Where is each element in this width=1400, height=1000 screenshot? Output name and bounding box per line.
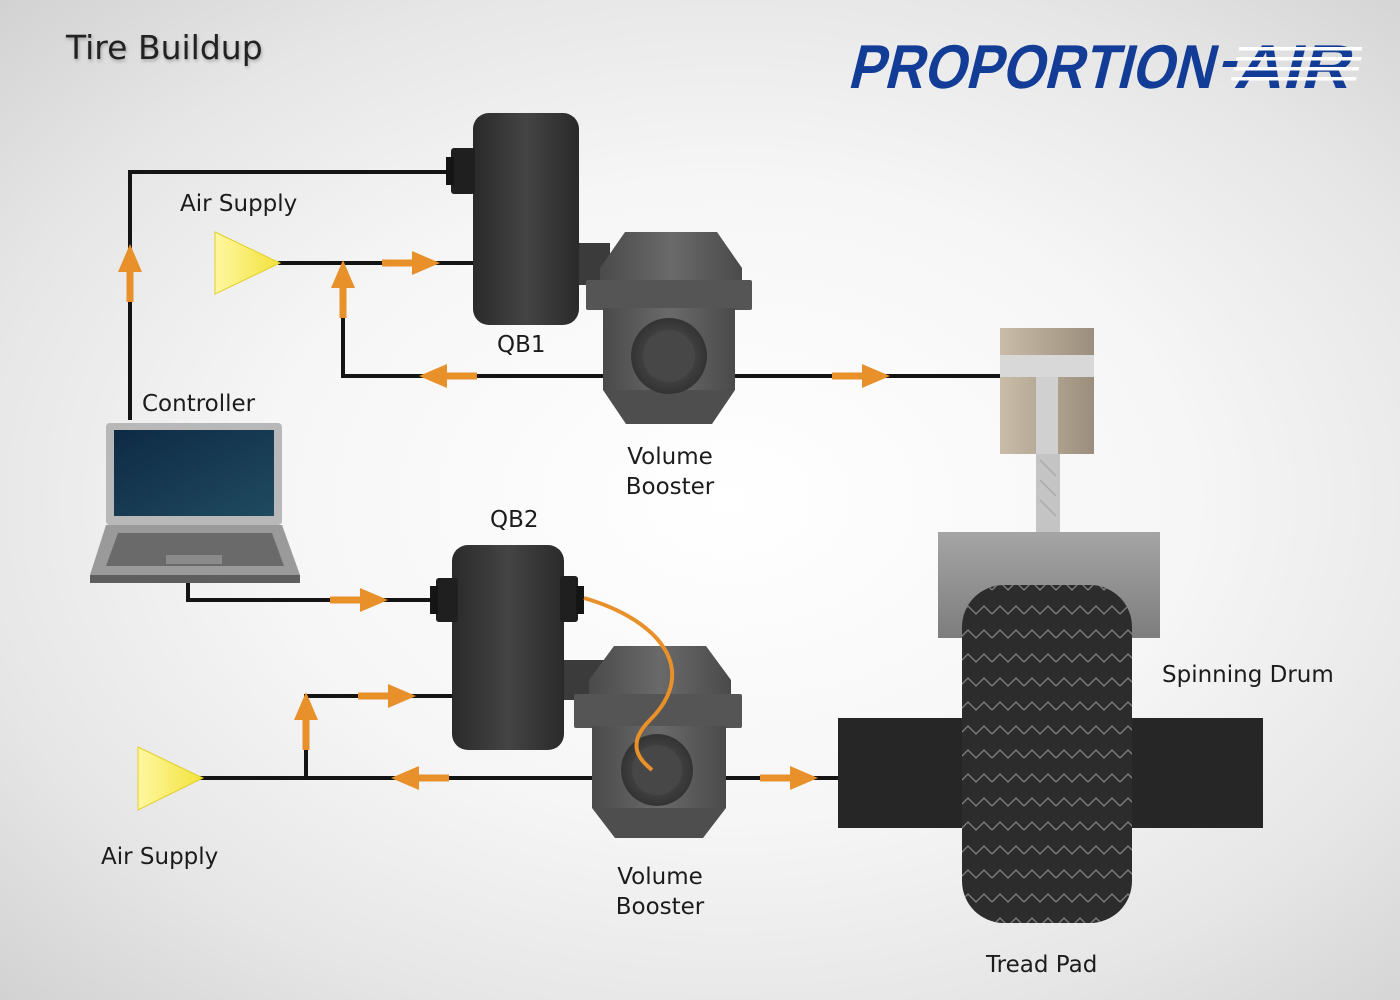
pilot-tube [583, 596, 674, 772]
arrow-right-to-cylinder [832, 364, 890, 388]
air-supply-top-label: Air Supply [180, 191, 298, 217]
brand-logo-word-1: PROPORTION [844, 33, 1226, 96]
volume-booster-bottom-label-line-2: Booster [615, 894, 705, 920]
air-supply-top-icon [214, 231, 282, 295]
controller-label: Controller [142, 391, 256, 417]
brand-logo: PROPORTION AIR [844, 33, 1362, 96]
qb2-label: QB2 [490, 507, 539, 533]
arrow-up-feedback-top [331, 260, 355, 318]
volume-booster-bottom [574, 646, 742, 838]
brand-logo-word-2: AIR [1230, 33, 1362, 96]
arrow-right-air-top [382, 251, 440, 275]
page-title: Tire Buildup [66, 28, 263, 67]
volume-booster-top-label: Volume Booster [610, 442, 730, 502]
arrow-left-feedback-top [419, 364, 477, 388]
arrow-up-controller [118, 244, 142, 302]
volume-booster-bottom-label: Volume Booster [597, 862, 723, 922]
qb1-regulator [446, 113, 610, 325]
air-supply-bottom-icon [137, 746, 205, 811]
arrow-right-branch-qb2 [358, 684, 416, 708]
arrow-right-to-drum [760, 766, 818, 790]
volume-booster-bottom-label-line-1: Volume [617, 864, 703, 890]
volume-booster-top [586, 232, 752, 424]
controller-laptop [90, 423, 300, 583]
tread-pad [962, 585, 1132, 923]
qb1-label: QB1 [497, 332, 546, 358]
volume-booster-top-label-line-2: Booster [625, 474, 715, 500]
arrow-left-feedback-bottom [391, 766, 449, 790]
arrow-right-controller-qb2 [330, 588, 388, 612]
volume-booster-top-label-line-1: Volume [627, 444, 713, 470]
press-cylinder [1000, 328, 1094, 536]
tread-pad-label: Tread Pad [986, 952, 1098, 978]
air-supply-bottom-label: Air Supply [101, 844, 219, 870]
arrow-up-branch-bottom [294, 692, 318, 750]
spinning-drum-label: Spinning Drum [1162, 662, 1334, 688]
